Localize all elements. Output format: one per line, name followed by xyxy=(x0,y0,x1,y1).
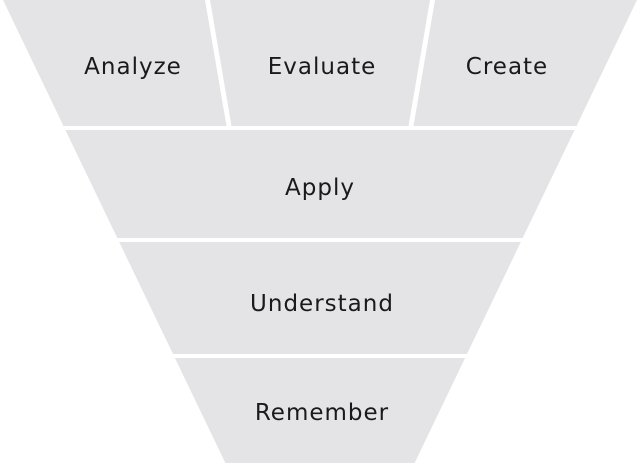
label-analyze: Analyze xyxy=(84,54,182,80)
funnel-segment-apply xyxy=(65,130,575,238)
label-understand: Understand xyxy=(250,291,394,317)
label-apply: Apply xyxy=(285,175,355,201)
label-remember: Remember xyxy=(255,400,389,426)
funnel-segment-create xyxy=(413,0,637,126)
label-create: Create xyxy=(466,54,548,80)
funnel-segment-understand xyxy=(119,242,521,354)
label-evaluate: Evaluate xyxy=(268,54,376,80)
funnel-segment-evaluate xyxy=(210,0,430,126)
funnel-segment-remember xyxy=(174,358,466,463)
funnel-segment-analyze xyxy=(3,0,227,126)
